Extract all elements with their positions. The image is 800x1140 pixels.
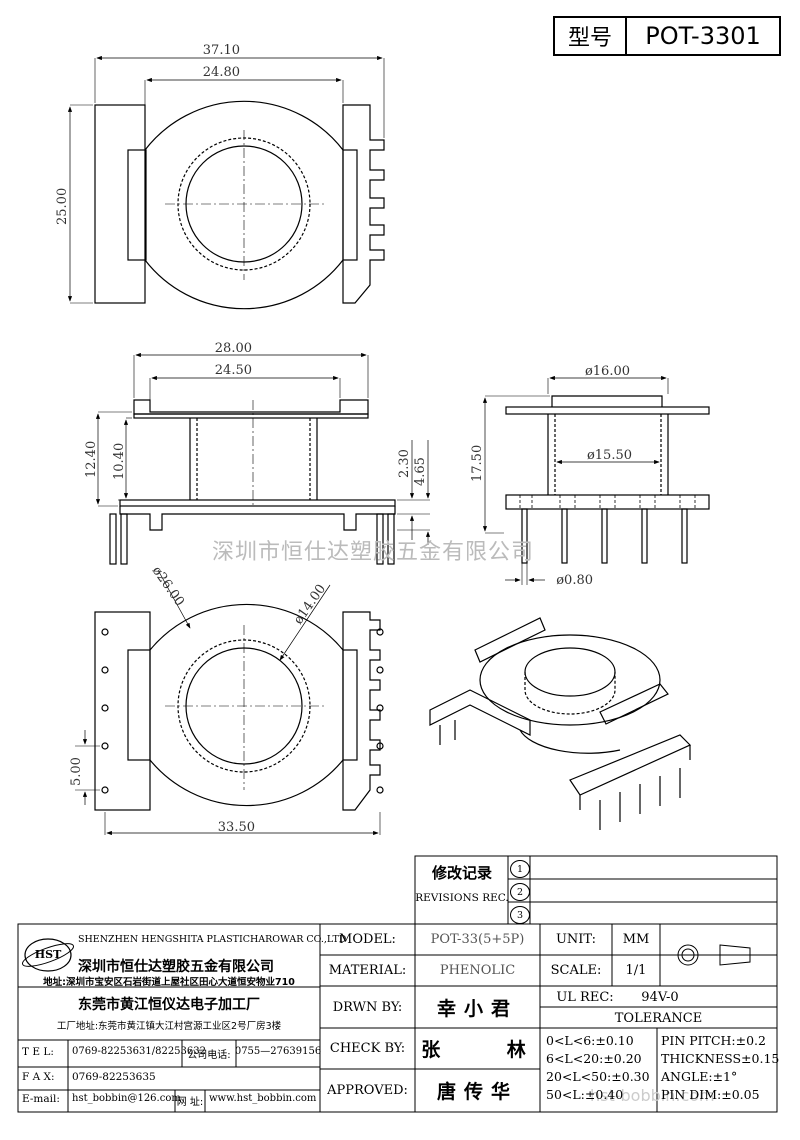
spec-ul-label: UL REC: [556, 989, 614, 1005]
dim-I: 4.65 [413, 457, 428, 486]
factory-name: 东莞市黄江恒仪达电子加工厂 [78, 997, 260, 1013]
model-value: POT-3301 [645, 22, 761, 50]
watermark: 深圳市恒仕达塑胶五金有限公司 [212, 540, 535, 565]
logo-text: HST [34, 948, 62, 961]
tel-label: T E L: [22, 1046, 54, 1058]
dim-P: ø15.50 [587, 448, 632, 463]
tol-right-2: THICKNESS±0.15 [661, 1051, 780, 1066]
tolerance-lines: 0<L<6:±0.10 6<L<20:±0.20 20<L<50:±0.30 5… [546, 1032, 650, 1104]
email-label: E-mail: [22, 1093, 60, 1105]
tol-line-4: 50<L:±0.40 [546, 1087, 624, 1102]
side-view [482, 375, 710, 585]
dim-A: 37.10 [203, 43, 240, 58]
spec-drwn-label: DRWN BY: [332, 999, 403, 1015]
dim-K: ø14.00 [291, 582, 329, 628]
revisions-title-cn: 修改记录 [431, 864, 492, 882]
dim-H: 2.30 [397, 449, 412, 478]
spec-ul-value: 94V-0 [641, 989, 679, 1005]
revision-2: 2 [510, 883, 530, 901]
tol-line-3: 20<L<50:±0.30 [546, 1069, 650, 1084]
spec-approved-value: 唐传华 [436, 1081, 518, 1103]
spec-tolerance-label: TOLERANCE [614, 1010, 703, 1026]
revisions-title-en: REVISIONS REC. [415, 892, 509, 904]
dim-C: 25.00 [55, 188, 70, 225]
email-value[interactable]: hst_bobbin@126.com [72, 1093, 181, 1104]
fax-value: 0769-82253635 [72, 1071, 156, 1083]
bottom-view [75, 569, 384, 836]
dim-J: ø26.00 [149, 564, 187, 610]
spec-approved-label: APPROVED: [327, 1083, 408, 1098]
tol-right-3: ANGLE:±1° [661, 1069, 738, 1084]
dim-E: 24.50 [215, 363, 252, 378]
tol-right-1: PIN PITCH:±0.2 [661, 1033, 766, 1048]
spec-material-value: PHENOLIC [439, 963, 516, 978]
dim-M: 33.50 [218, 820, 255, 835]
company-phone-value: 0755—27639156 [234, 1046, 322, 1057]
spec-drwn-value: 幸小君 [436, 997, 518, 1020]
dim-L: 5.00 [69, 757, 84, 786]
top-view [67, 55, 385, 310]
model-label: 型号 [555, 18, 627, 54]
revision-3: 3 [510, 906, 530, 924]
company-address: 地址:深圳市宝安区石岩街道上屋社区田心大道恒安物业710 [43, 977, 295, 988]
dim-N: ø16.00 [585, 364, 630, 379]
company-logo [22, 938, 74, 972]
spec-check-label: CHECK BY: [329, 1041, 406, 1056]
company-name-cn: 深圳市恒仕达塑胶五金有限公司 [78, 959, 274, 975]
tel-value: 0769-82253631/82253632 [72, 1046, 206, 1057]
company-name-en: SHENZHEN HENGSHITA PLASTICHAROWAR CO.,LT… [78, 934, 347, 945]
front-view [95, 352, 431, 565]
dim-G: 10.40 [112, 443, 127, 480]
spec-model-value: POT-33(5+5P) [430, 932, 525, 947]
dim-B: 24.80 [203, 65, 240, 80]
dim-D: 28.00 [215, 341, 252, 356]
title-block: 型号 POT-3301 [553, 16, 781, 56]
title-block-lines [17, 855, 778, 1113]
dim-F: 12.40 [84, 441, 99, 478]
spec-unit-value: MM [622, 932, 650, 947]
web-label: 网 址: [176, 1097, 204, 1108]
watermark-url: hst-bobbin.com [590, 1086, 715, 1105]
factory-address: 工厂地址:东莞市黄江镇大江村宫源工业区2号厂房3楼 [56, 1021, 282, 1032]
spec-model-label: MODEL: [339, 932, 396, 947]
isometric-view [429, 617, 692, 830]
spec-scale-label: SCALE: [550, 963, 602, 978]
spec-material-label: MATERIAL: [328, 963, 407, 978]
spec-scale-value: 1/1 [625, 963, 647, 978]
dim-Q: ø0.80 [556, 573, 593, 588]
tol-line-1: 0<L<6:±0.10 [546, 1033, 634, 1048]
dim-O: 17.50 [470, 445, 485, 482]
spec-unit-label: UNIT: [555, 932, 597, 947]
tolerance-right: PIN PITCH:±0.2 THICKNESS±0.15 ANGLE:±1° … [661, 1032, 779, 1104]
web-value[interactable]: www.hst_bobbin.com [209, 1093, 317, 1104]
tol-line-2: 6<L<20:±0.20 [546, 1051, 642, 1066]
fax-label: F A X: [22, 1071, 55, 1083]
tol-right-4: PIN DIM:±0.05 [661, 1087, 760, 1102]
company-phone-label: 公司电话: [187, 1050, 231, 1061]
spec-check-value: 张 林 [421, 1039, 534, 1061]
revision-1: 1 [510, 860, 530, 878]
